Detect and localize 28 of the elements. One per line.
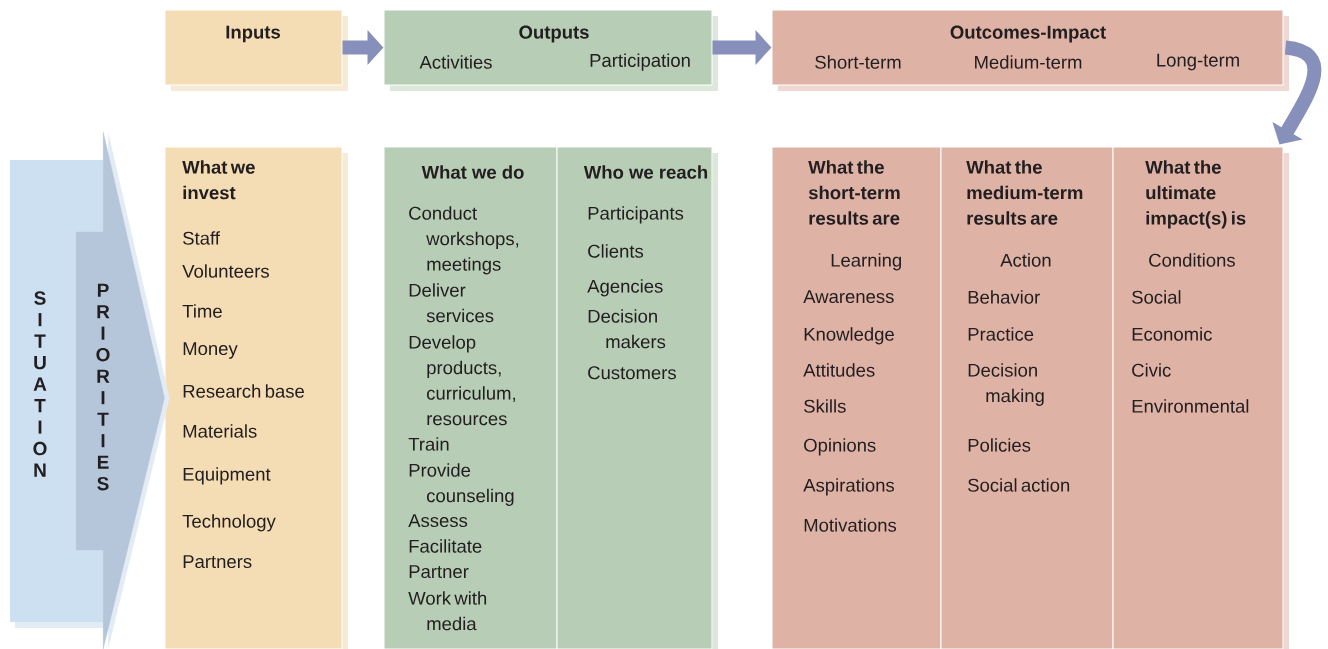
list-item: Assess: [408, 514, 468, 528]
heading: What we do: [421, 165, 524, 179]
list-item: Work with media: [408, 591, 487, 631]
heading: What the medium-term results are: [966, 160, 1083, 225]
list-item: Attitudes: [803, 363, 875, 377]
list-item: Conduct workshops, meetings: [409, 206, 519, 275]
vertical-label: SITUATION: [33, 291, 47, 477]
list-item: Facilitate: [409, 539, 482, 553]
list-item: Skills: [804, 399, 846, 413]
chevron-arrow: [76, 131, 170, 649]
list-item: Knowledge: [804, 327, 894, 345]
list-item: Partner: [409, 565, 469, 579]
list-item: Practice: [968, 327, 1034, 341]
list-item: Opinions: [804, 438, 876, 456]
list-item: Develop products, curriculum, resources: [409, 335, 515, 426]
list-item: Policies: [968, 438, 1031, 452]
list-item: Learning: [831, 253, 901, 271]
list-item: Decision making: [968, 363, 1044, 406]
list-item: Aspirations: [803, 478, 895, 496]
list-item: Motivations: [804, 518, 897, 532]
list-item: Provide counseling: [409, 463, 514, 506]
list-item: Behavior: [968, 290, 1040, 304]
list-item: Train: [408, 437, 449, 451]
list-item: Social action: [968, 478, 1070, 492]
list-item: Action: [1000, 253, 1051, 267]
heading: What the short-term results are: [808, 160, 900, 225]
list-item: Awareness: [803, 290, 894, 304]
list-item: Deliver services: [409, 283, 494, 323]
